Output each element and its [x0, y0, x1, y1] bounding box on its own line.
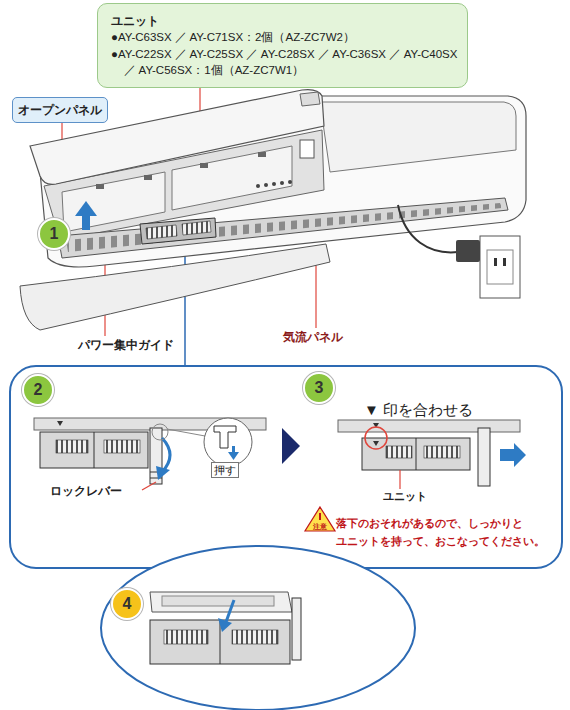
power-cord-part	[398, 205, 458, 252]
air-conditioner-part	[300, 92, 320, 106]
parts-note-box: ユニット●AY-C63SX ／ AY-C71SX：2個（AZ-ZC7W2）●AY…	[97, 3, 468, 88]
part-label: パワー集中ガイド	[78, 337, 174, 354]
step2-illustration-part	[104, 440, 140, 453]
air-conditioner-part	[96, 184, 104, 189]
air-conditioner-part	[288, 180, 292, 184]
step3-illustration-part	[365, 427, 387, 449]
direction-arrow-part	[82, 214, 90, 230]
warning-mark: 注意	[308, 522, 332, 532]
model-list: ●AY-C22SX ／ AY-C25SX ／ AY-C28SX ／ AY-C36…	[111, 46, 464, 79]
power-cord-part	[480, 236, 520, 298]
part-name: オープンパネル	[18, 102, 102, 119]
air-conditioner-part	[280, 181, 284, 185]
warning-text: 落下のおそれがあるので、しっかりと ユニットを持って、おこなってください。	[336, 514, 558, 550]
air-conditioner-part	[272, 182, 276, 186]
power-cord-part	[503, 258, 506, 266]
step2-illustration-part	[228, 452, 239, 460]
step3-illustration	[338, 420, 526, 489]
leader-line-part	[315, 262, 316, 328]
air-conditioner-part	[58, 198, 508, 258]
power-cord	[398, 205, 520, 298]
step2-illustration-part	[57, 421, 63, 426]
warning-icon	[305, 507, 335, 531]
callout-number: 2	[34, 381, 43, 399]
step2-illustration-part	[94, 432, 95, 468]
step3-illustration-part	[416, 438, 417, 470]
step2-illustration-part	[40, 432, 148, 468]
air-conditioner-part	[320, 102, 516, 172]
warning-icon-part	[319, 513, 321, 520]
step3-illustration-part	[373, 441, 379, 446]
step2-illustration-part	[214, 426, 236, 448]
step2-illustration-part	[142, 482, 156, 490]
air-conditioner-part	[66, 203, 502, 252]
action-label: 押す	[211, 462, 239, 478]
step4-illustration-part	[150, 592, 292, 612]
step2-illustration-part	[56, 440, 88, 453]
air-conditioner-part	[146, 225, 177, 239]
direction-arrow-part	[75, 201, 97, 216]
instruction-label: ▼ 印を合わせる	[364, 401, 473, 420]
step3-illustration-part	[386, 446, 412, 458]
air-conditioner-part	[140, 218, 216, 244]
step3-illustration-part	[500, 443, 526, 467]
step3-illustration-part	[478, 428, 490, 486]
step3-illustration-part	[362, 438, 470, 470]
step4-illustration	[101, 546, 415, 710]
model-list: ●AY-C63SX ／ AY-C71SX：2個（AZ-ZC7W2）	[111, 29, 464, 46]
step4-illustration-part	[232, 630, 278, 644]
step2-illustration-part	[156, 466, 170, 480]
air-conditioner-part	[182, 221, 211, 235]
power-cord-part	[487, 250, 513, 284]
air-conditioner-part	[264, 183, 268, 187]
air-conditioner-part	[256, 184, 260, 188]
step4-illustration-part	[292, 598, 301, 660]
air-conditioner-part	[300, 140, 314, 158]
step4-illustration-part	[162, 596, 274, 606]
airflow-panel-part	[20, 244, 330, 330]
airflow-panel	[20, 244, 330, 330]
detail-frame	[10, 366, 562, 568]
step2-illustration-part	[152, 424, 168, 440]
leader-line-part	[184, 240, 186, 366]
callout-number: 4	[123, 595, 132, 613]
step-number: 3	[303, 372, 335, 404]
step2-illustration	[34, 418, 266, 490]
step-number: 4	[111, 588, 143, 620]
detail-frame-part	[10, 366, 562, 568]
callout-number: 3	[315, 379, 324, 397]
air-conditioner-part	[200, 163, 208, 168]
callout-number: 1	[50, 225, 59, 243]
air-conditioner-part	[144, 175, 152, 180]
step-number: 1	[38, 218, 70, 250]
step4-illustration-part	[220, 620, 221, 664]
part-label: ロックレバー	[50, 483, 122, 500]
step3-illustration-part	[399, 470, 400, 489]
step4-illustration-part	[101, 546, 415, 710]
part-label: ユニット	[383, 489, 427, 504]
part-label: 気流パネル	[283, 329, 343, 346]
note-heading: ユニット	[111, 13, 455, 29]
step4-illustration-part	[218, 618, 232, 632]
step2-illustration-part	[162, 438, 170, 472]
step4-illustration-part	[150, 620, 290, 664]
step3-illustration-part	[338, 420, 520, 432]
power-cord-part	[494, 258, 497, 266]
step4-illustration-part	[164, 630, 208, 644]
step3-illustration-part	[424, 446, 460, 458]
power-cord-part	[456, 240, 480, 262]
next-arrow	[282, 428, 300, 464]
direction-arrow	[75, 201, 97, 230]
warning-icon-part	[305, 507, 335, 531]
step-number: 2	[22, 374, 54, 406]
air-conditioner-part	[258, 152, 266, 157]
step4-illustration-part	[226, 600, 234, 622]
part-name-box: オープンパネル	[12, 97, 108, 123]
step2-illustration-part	[204, 418, 252, 466]
next-arrow-part	[282, 428, 300, 464]
step2-illustration-part	[167, 429, 205, 436]
